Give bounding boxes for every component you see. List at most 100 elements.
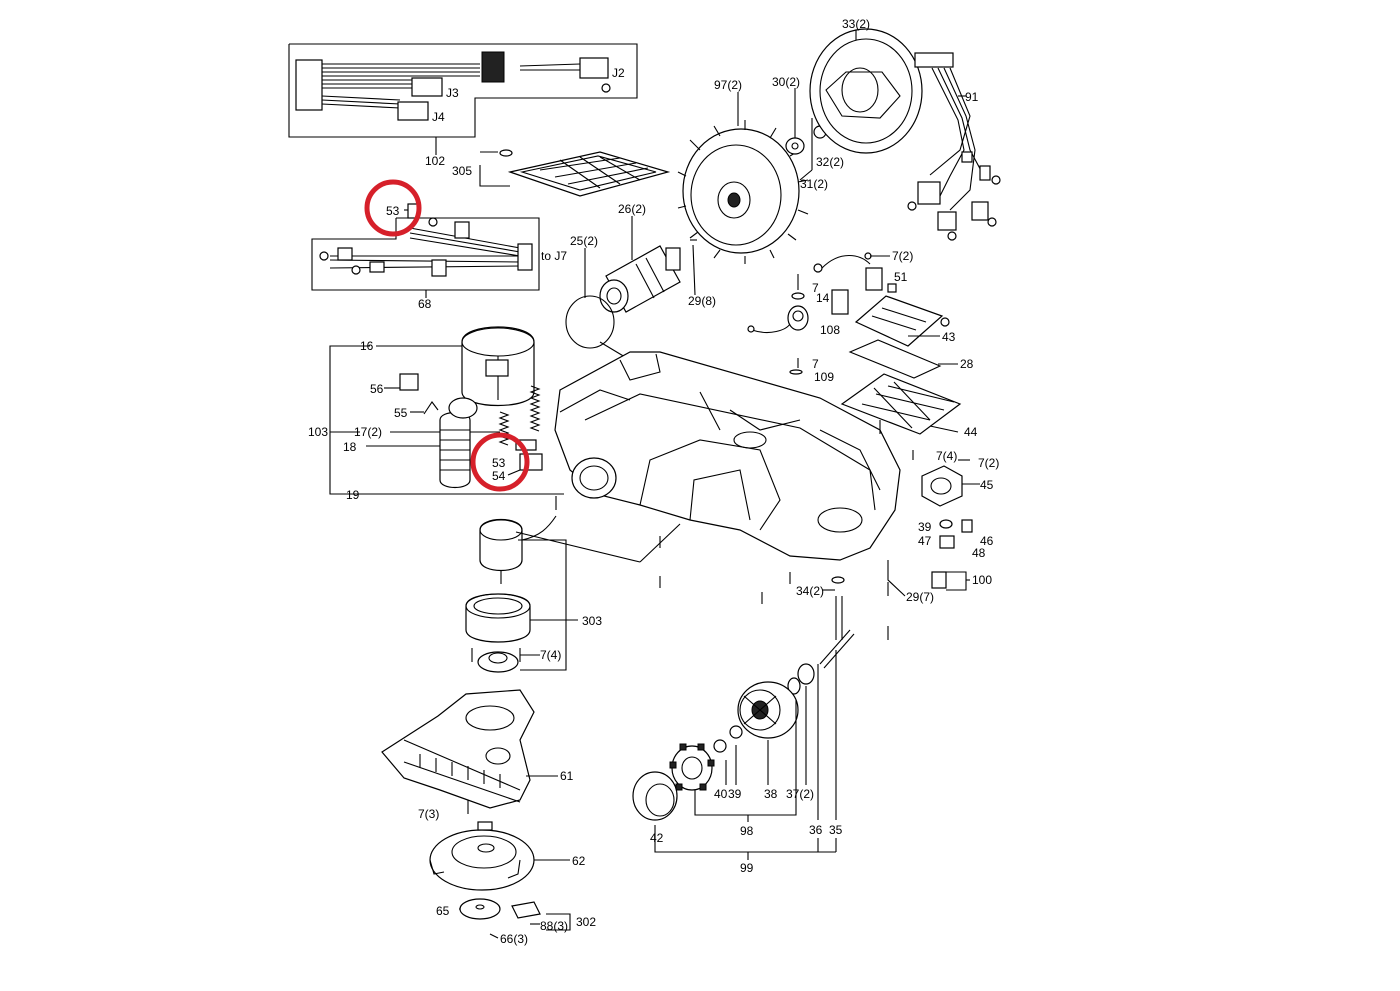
label-35: 35: [829, 823, 843, 837]
label-38: 38: [764, 787, 778, 801]
blade-guard-61: [381, 689, 535, 809]
label-42: 42: [650, 831, 664, 845]
label-53-bottom: 53: [492, 456, 506, 470]
label-91: 91: [965, 90, 979, 104]
label-55: 55: [394, 406, 408, 420]
label-61: 61: [560, 769, 574, 783]
label-33: 33(2): [842, 17, 870, 31]
label-98: 98: [740, 824, 754, 838]
label-305: 305: [452, 164, 472, 178]
label-47: 47: [918, 534, 932, 548]
label-7-mid: 7: [812, 357, 819, 371]
cutting-motor: [479, 515, 557, 584]
label-99: 99: [740, 861, 754, 875]
o-ring-25: [565, 295, 615, 349]
wiring-harness-102: [288, 43, 638, 138]
label-43: 43: [942, 330, 956, 344]
label-25: 25(2): [570, 234, 598, 248]
wheel-cap-42: [632, 771, 678, 821]
label-109: 109: [814, 370, 834, 384]
label-103: 103: [308, 425, 328, 439]
drive-motor-26: [599, 245, 681, 313]
label-37: 37(2): [786, 787, 814, 801]
label-66: 66(3): [500, 932, 528, 946]
label-to-J7: to J7: [541, 249, 567, 263]
shaft-35: [819, 576, 855, 669]
label-31: 31(2): [800, 177, 828, 191]
label-J2: J2: [612, 66, 625, 80]
label-29-8: 29(8): [688, 294, 716, 308]
sensor-56: [384, 373, 419, 391]
label-45: 45: [980, 478, 994, 492]
clip-55: [410, 401, 439, 415]
label-16: 16: [360, 339, 374, 353]
wiring-harness-68: [311, 203, 540, 291]
label-65: 65: [436, 904, 450, 918]
screw-29a: [690, 239, 697, 296]
label-7-top: 7: [812, 281, 819, 295]
label-68: 68: [418, 297, 432, 311]
hub-gear: [669, 743, 715, 791]
label-19: 19: [346, 488, 360, 502]
part-305-grille: [479, 149, 671, 197]
highlight-circle-bottom: [470, 432, 530, 492]
spool-18: [439, 397, 478, 489]
label-30: 30(2): [772, 75, 800, 89]
label-7-3: 7(3): [418, 807, 439, 821]
label-44: 44: [964, 425, 978, 439]
main-chassis: [554, 351, 901, 561]
cup-16: [461, 326, 535, 406]
washer-39b: [729, 725, 743, 739]
hub-7f: [471, 648, 521, 673]
label-7-4-left: 7(4): [540, 648, 561, 662]
label-88: 88(3): [540, 919, 568, 933]
label-17: 17(2): [354, 425, 382, 439]
bracket-103: [329, 345, 564, 495]
label-302: 302: [576, 915, 596, 929]
label-108: 108: [820, 323, 840, 337]
tray-44: [840, 373, 962, 435]
label-53-top: 53: [386, 204, 400, 218]
label-14: 14: [816, 291, 830, 305]
label-36: 36: [809, 823, 823, 837]
label-J3: J3: [446, 86, 459, 100]
washer-40: [713, 739, 727, 753]
chassis-screws: [555, 450, 914, 640]
label-39-right: 39: [918, 520, 932, 534]
label-7-2-top: 7(2): [892, 249, 913, 263]
front-wheel-38: [737, 681, 799, 739]
part-labels: 33(2) 97(2) 30(2) 91 32(2) 31(2) J2 J3 J…: [308, 17, 999, 946]
label-26: 26(2): [618, 202, 646, 216]
label-28: 28: [960, 357, 974, 371]
label-7-4-right: 7(4): [936, 449, 957, 463]
label-18: 18: [343, 440, 357, 454]
label-303: 303: [582, 614, 602, 628]
label-62: 62: [572, 854, 586, 868]
motor-housing-303: [465, 593, 531, 643]
label-48: 48: [972, 546, 986, 560]
label-97: 97(2): [714, 78, 742, 92]
label-J4: J4: [432, 110, 445, 124]
spring-17: [498, 385, 541, 446]
label-40: 40: [714, 787, 728, 801]
label-29-7: 29(7): [906, 590, 934, 604]
module-43: [854, 295, 950, 347]
drive-wheel-97: [677, 120, 809, 264]
disc-65: [459, 898, 501, 920]
blade-302: [511, 901, 541, 919]
label-7-2-right: 7(2): [978, 456, 999, 470]
bearing-37: [787, 677, 801, 695]
cable-91: [907, 52, 1001, 241]
sensor-cluster: [747, 252, 897, 375]
gasket-28: [848, 339, 942, 379]
label-56: 56: [370, 382, 384, 396]
label-100: 100: [972, 573, 992, 587]
bearing-36: [797, 663, 815, 685]
label-32: 32(2): [816, 155, 844, 169]
blade-disc-62: [429, 821, 535, 891]
washer-30: [785, 137, 805, 155]
label-102: 102: [425, 154, 445, 168]
label-39-bottom: 39: [728, 787, 742, 801]
label-54: 54: [492, 469, 506, 483]
